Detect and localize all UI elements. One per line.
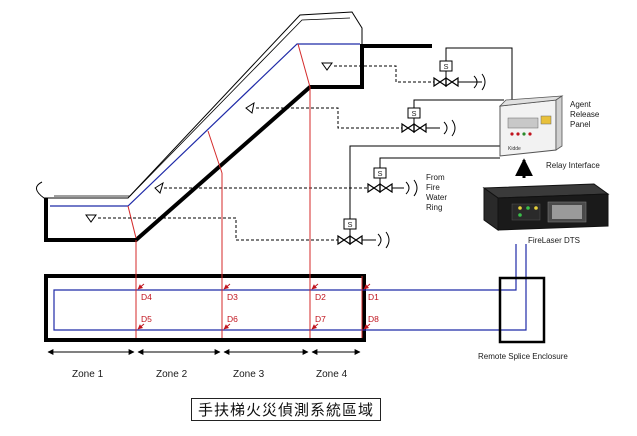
fire-water-ring-label: From Fire Water Ring — [426, 173, 449, 212]
escalator-zone-divider-2 — [207, 130, 223, 174]
nozzle-icon — [85, 214, 97, 223]
zone-label-4: Zone 4 — [316, 369, 348, 380]
solenoid-label: S — [377, 169, 382, 178]
escalator-plan-outline — [44, 274, 366, 342]
deluge-valve-1: S — [433, 60, 486, 91]
detector-label-d5: D5 — [141, 314, 152, 324]
zone-label-3: Zone 3 — [233, 369, 265, 380]
solenoid-label: S — [347, 220, 352, 229]
detector-label-d2: D2 — [315, 292, 326, 302]
detector-label-d6: D6 — [227, 314, 238, 324]
sprinkler-pipe-1 — [334, 65, 434, 83]
valve-group: S S S — [337, 60, 486, 249]
plan-view: D4 D3 D2 D1 D5 D6 D7 D8 — [44, 87, 527, 342]
control-wiring — [349, 47, 513, 219]
deluge-valve-4: S — [337, 218, 390, 249]
firelaser-dts-unit — [482, 183, 610, 231]
solenoid-label: S — [443, 62, 448, 71]
escalator-base-structure — [44, 44, 432, 242]
nozzle-icon — [154, 181, 164, 194]
figure-caption-box: 手扶梯火災偵測系統區域 — [191, 398, 381, 421]
deluge-valve-3: S — [367, 167, 418, 197]
escalator-truss-inner — [54, 17, 351, 197]
sprinkler-pipe-4 — [98, 217, 338, 241]
zone-label-2: Zone 2 — [156, 369, 188, 380]
escalator-side-view — [36, 11, 434, 242]
zone-label-1: Zone 1 — [72, 369, 104, 380]
figure-caption: 手扶梯火災偵測系統區域 — [197, 401, 374, 419]
panel-label-line-1: Agent — [570, 100, 592, 109]
nozzle-icon — [245, 101, 255, 114]
svg-text:Kidde: Kidde — [508, 146, 521, 152]
remote-splice-label: Remote Splice Enclosure — [478, 352, 568, 361]
svg-text:Agent Release Panel: Agent Release Panel — [570, 100, 602, 129]
detector-label-d4: D4 — [141, 292, 152, 302]
escalator-truss-outline — [36, 11, 363, 199]
escalator-zone-divider-3 — [297, 43, 311, 88]
escalator-zone-divider-1 — [127, 205, 137, 239]
sprinkler-pipe-2 — [256, 107, 402, 129]
panel-label-line-2: Release — [570, 110, 600, 119]
panel-label-line-3: Panel — [570, 120, 591, 129]
agent-release-panel: Kidde — [498, 95, 564, 157]
relay-interface-label: Relay Interface — [546, 161, 600, 170]
solenoid-label: S — [411, 109, 416, 118]
escalator-fiber-cable — [50, 43, 360, 207]
detector-label-d3: D3 — [227, 292, 238, 302]
detector-label-d1: D1 — [368, 292, 379, 302]
fiber-loop — [53, 244, 527, 331]
deluge-valve-2: S — [401, 107, 456, 137]
remote-splice-enclosure — [498, 276, 546, 344]
firelaser-dts-label: FireLaser DTS — [528, 236, 580, 245]
nozzle-icon — [321, 62, 333, 71]
detector-label-d7: D7 — [315, 314, 326, 324]
detector-label-d8: D8 — [368, 314, 379, 324]
